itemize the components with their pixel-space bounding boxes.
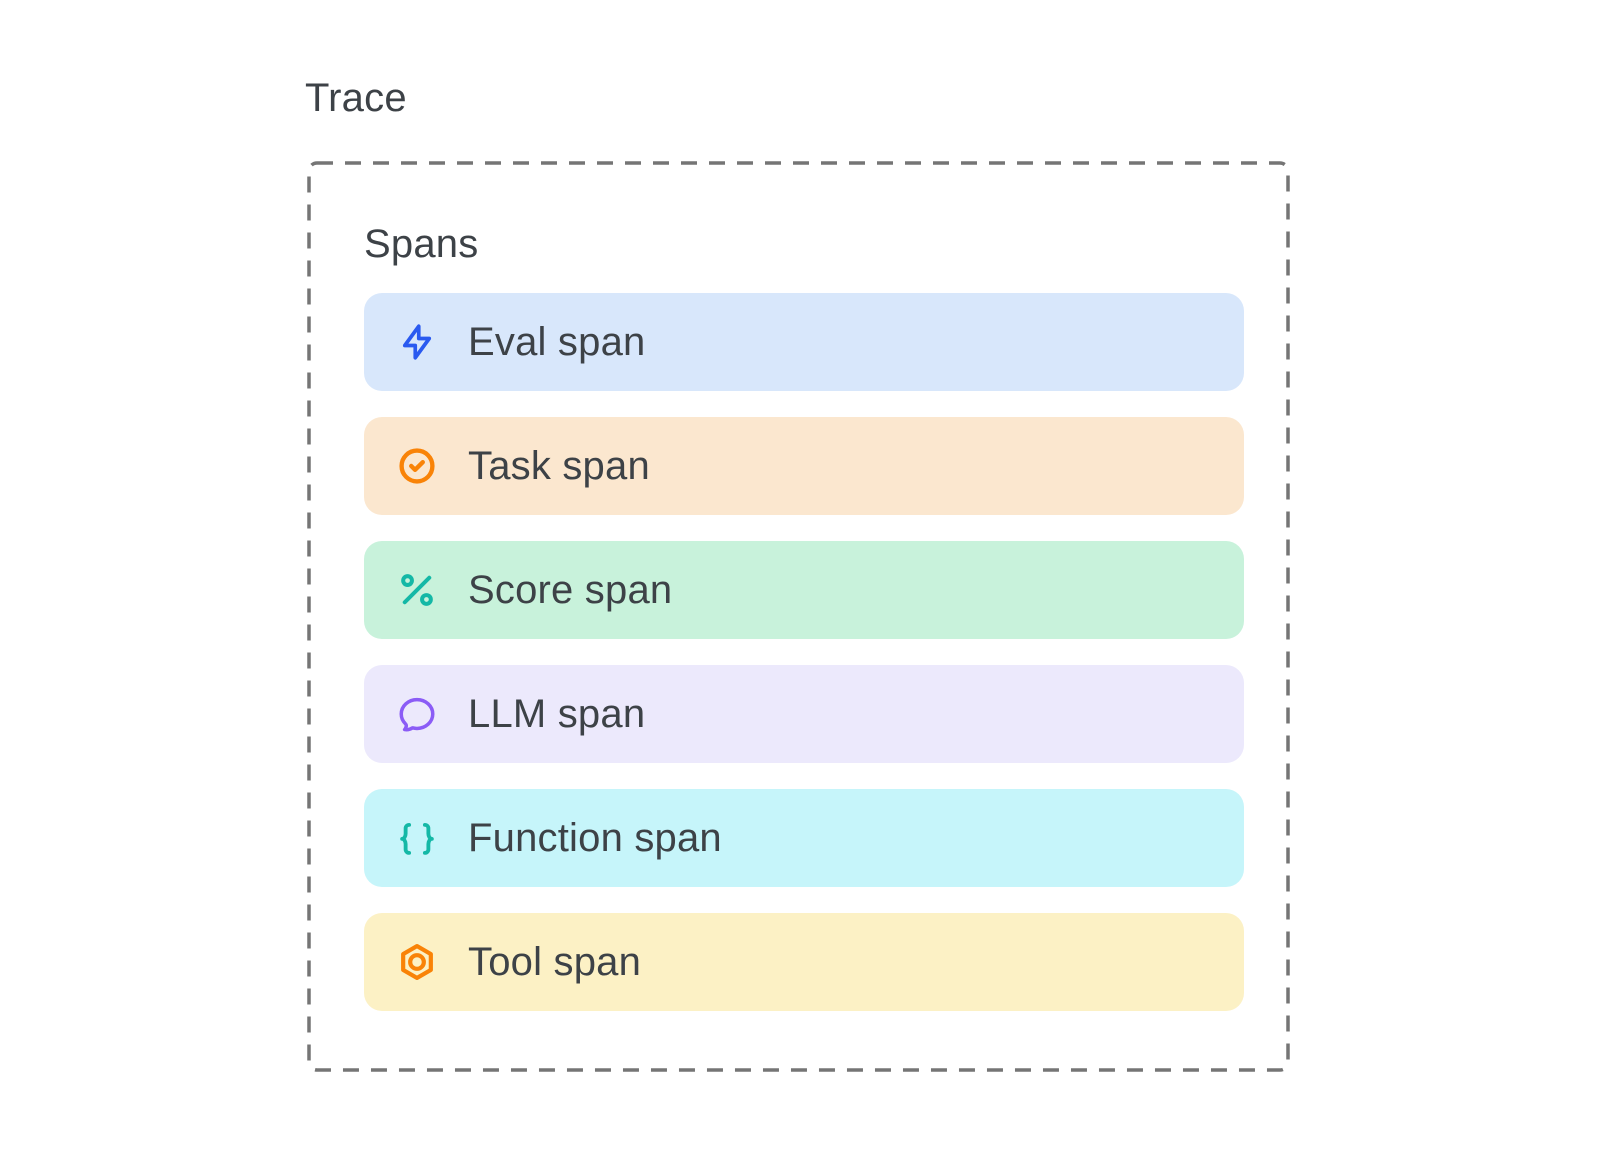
braces-icon [396, 817, 438, 859]
trace-title: Trace [305, 76, 407, 120]
zap-icon [396, 321, 438, 363]
circle-check-icon [396, 445, 438, 487]
spans-list: Eval span Task span Score span LLM span … [364, 293, 1244, 1011]
span-label: Function span [468, 816, 722, 860]
span-row: LLM span [364, 665, 1244, 763]
span-row: Task span [364, 417, 1244, 515]
spans-title: Spans [364, 222, 479, 266]
span-row: Tool span [364, 913, 1244, 1011]
span-label: Task span [468, 444, 650, 488]
message-bubble-icon [396, 693, 438, 735]
percent-icon [396, 569, 438, 611]
span-row: Eval span [364, 293, 1244, 391]
span-row: Score span [364, 541, 1244, 639]
span-label: Score span [468, 568, 673, 612]
span-row: Function span [364, 789, 1244, 887]
span-label: Eval span [468, 320, 646, 364]
span-label: LLM span [468, 692, 646, 736]
hexagon-nut-icon [396, 941, 438, 983]
span-label: Tool span [468, 940, 642, 984]
trace-container: Spans Eval span Task span Score span LLM… [307, 161, 1290, 1072]
